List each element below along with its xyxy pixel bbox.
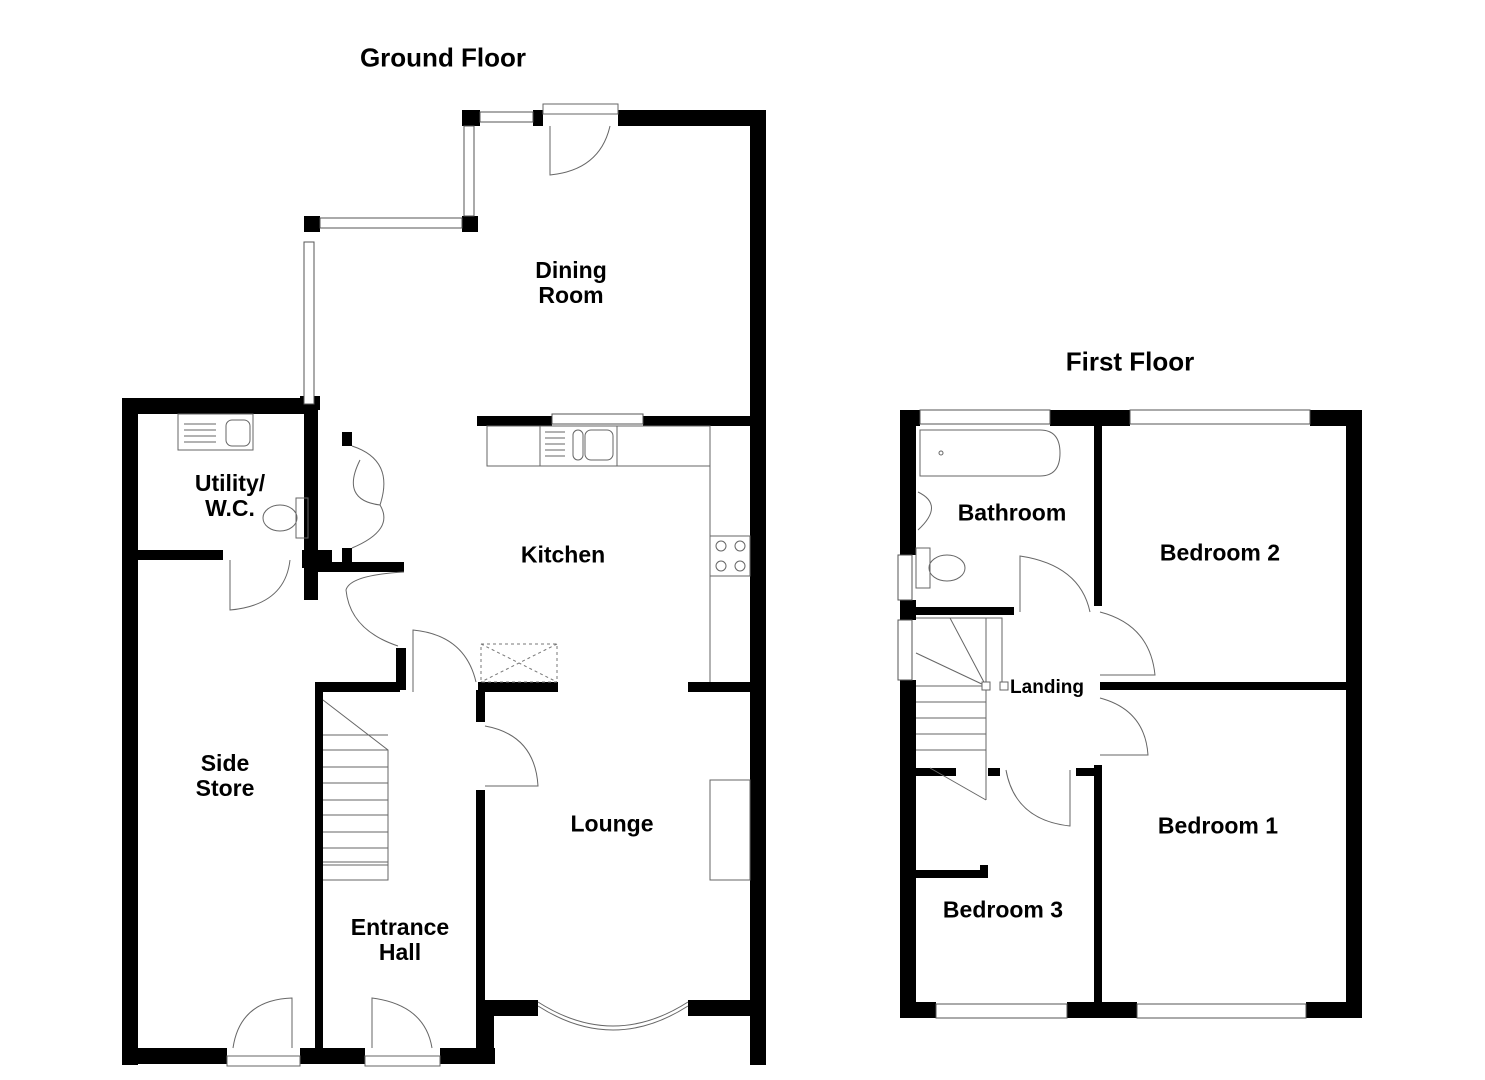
room-label-utility-wc: Utility/ W.C. (194, 470, 266, 521)
ground-floor-doors (226, 103, 619, 1067)
first-floor-doors (1005, 555, 1156, 827)
room-label-landing: Landing (1010, 677, 1084, 698)
room-label-side-store: Side Store (195, 750, 255, 801)
room-label-dining-room: Dining Room (535, 257, 607, 308)
room-label-bathroom: Bathroom (957, 499, 1067, 526)
first-floor-walls (900, 410, 1362, 1018)
ground-floor-walls (122, 110, 766, 1065)
first-floor-fixtures (915, 429, 1061, 801)
first-floor-windows (897, 409, 1311, 1019)
room-label-bedroom-1: Bedroom 1 (1157, 812, 1279, 839)
room-label-kitchen: Kitchen (520, 541, 606, 568)
ground-floor-windows (303, 111, 689, 1031)
first-floor-title: First Floor (1065, 346, 1195, 377)
room-label-entrance-hall: Entrance Hall (350, 914, 450, 965)
room-label-bedroom-3: Bedroom 3 (942, 896, 1064, 923)
room-label-lounge: Lounge (570, 810, 654, 837)
room-label-bedroom-2: Bedroom 2 (1159, 539, 1281, 566)
ground-floor-fixtures (177, 413, 751, 881)
ground-floor-title: Ground Floor (359, 42, 527, 73)
